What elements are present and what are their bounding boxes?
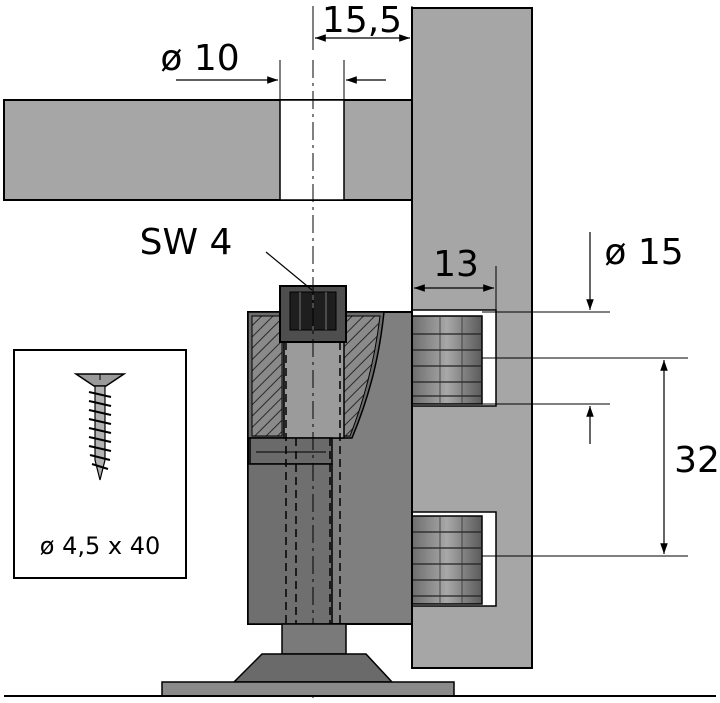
- dowel-length-label: 13: [433, 244, 479, 285]
- lower-dowel: [411, 515, 483, 605]
- dimension-dowel-length: 13: [414, 244, 497, 310]
- dimension-dowel-spacing: 32: [482, 357, 720, 557]
- dimension-offset: 15,5: [312, 0, 413, 50]
- wrench-size-label: SW 4: [140, 222, 233, 263]
- threaded-spindle: [285, 342, 341, 624]
- dowel-spacing-label: 32: [674, 440, 720, 481]
- dimension-hole-diameter: ø 10: [160, 38, 386, 100]
- wood-screw-icon: [73, 373, 127, 481]
- wrench-size-callout: SW 4: [140, 222, 313, 291]
- upper-dowel: [411, 315, 483, 405]
- shelf-bore-hole: [279, 99, 345, 201]
- screw-size-label: ø 4,5 x 40: [40, 532, 160, 560]
- hole-diameter-label: ø 10: [160, 38, 239, 79]
- offset-label: 15,5: [322, 0, 402, 41]
- screw-inset: ø 4,5 x 40: [13, 349, 187, 579]
- horizontal-shelf-panel: [3, 99, 413, 201]
- dowel-diameter-label: ø 15: [604, 232, 683, 273]
- dimension-dowel-diameter: ø 15: [482, 232, 684, 444]
- foot-base: [4, 623, 716, 697]
